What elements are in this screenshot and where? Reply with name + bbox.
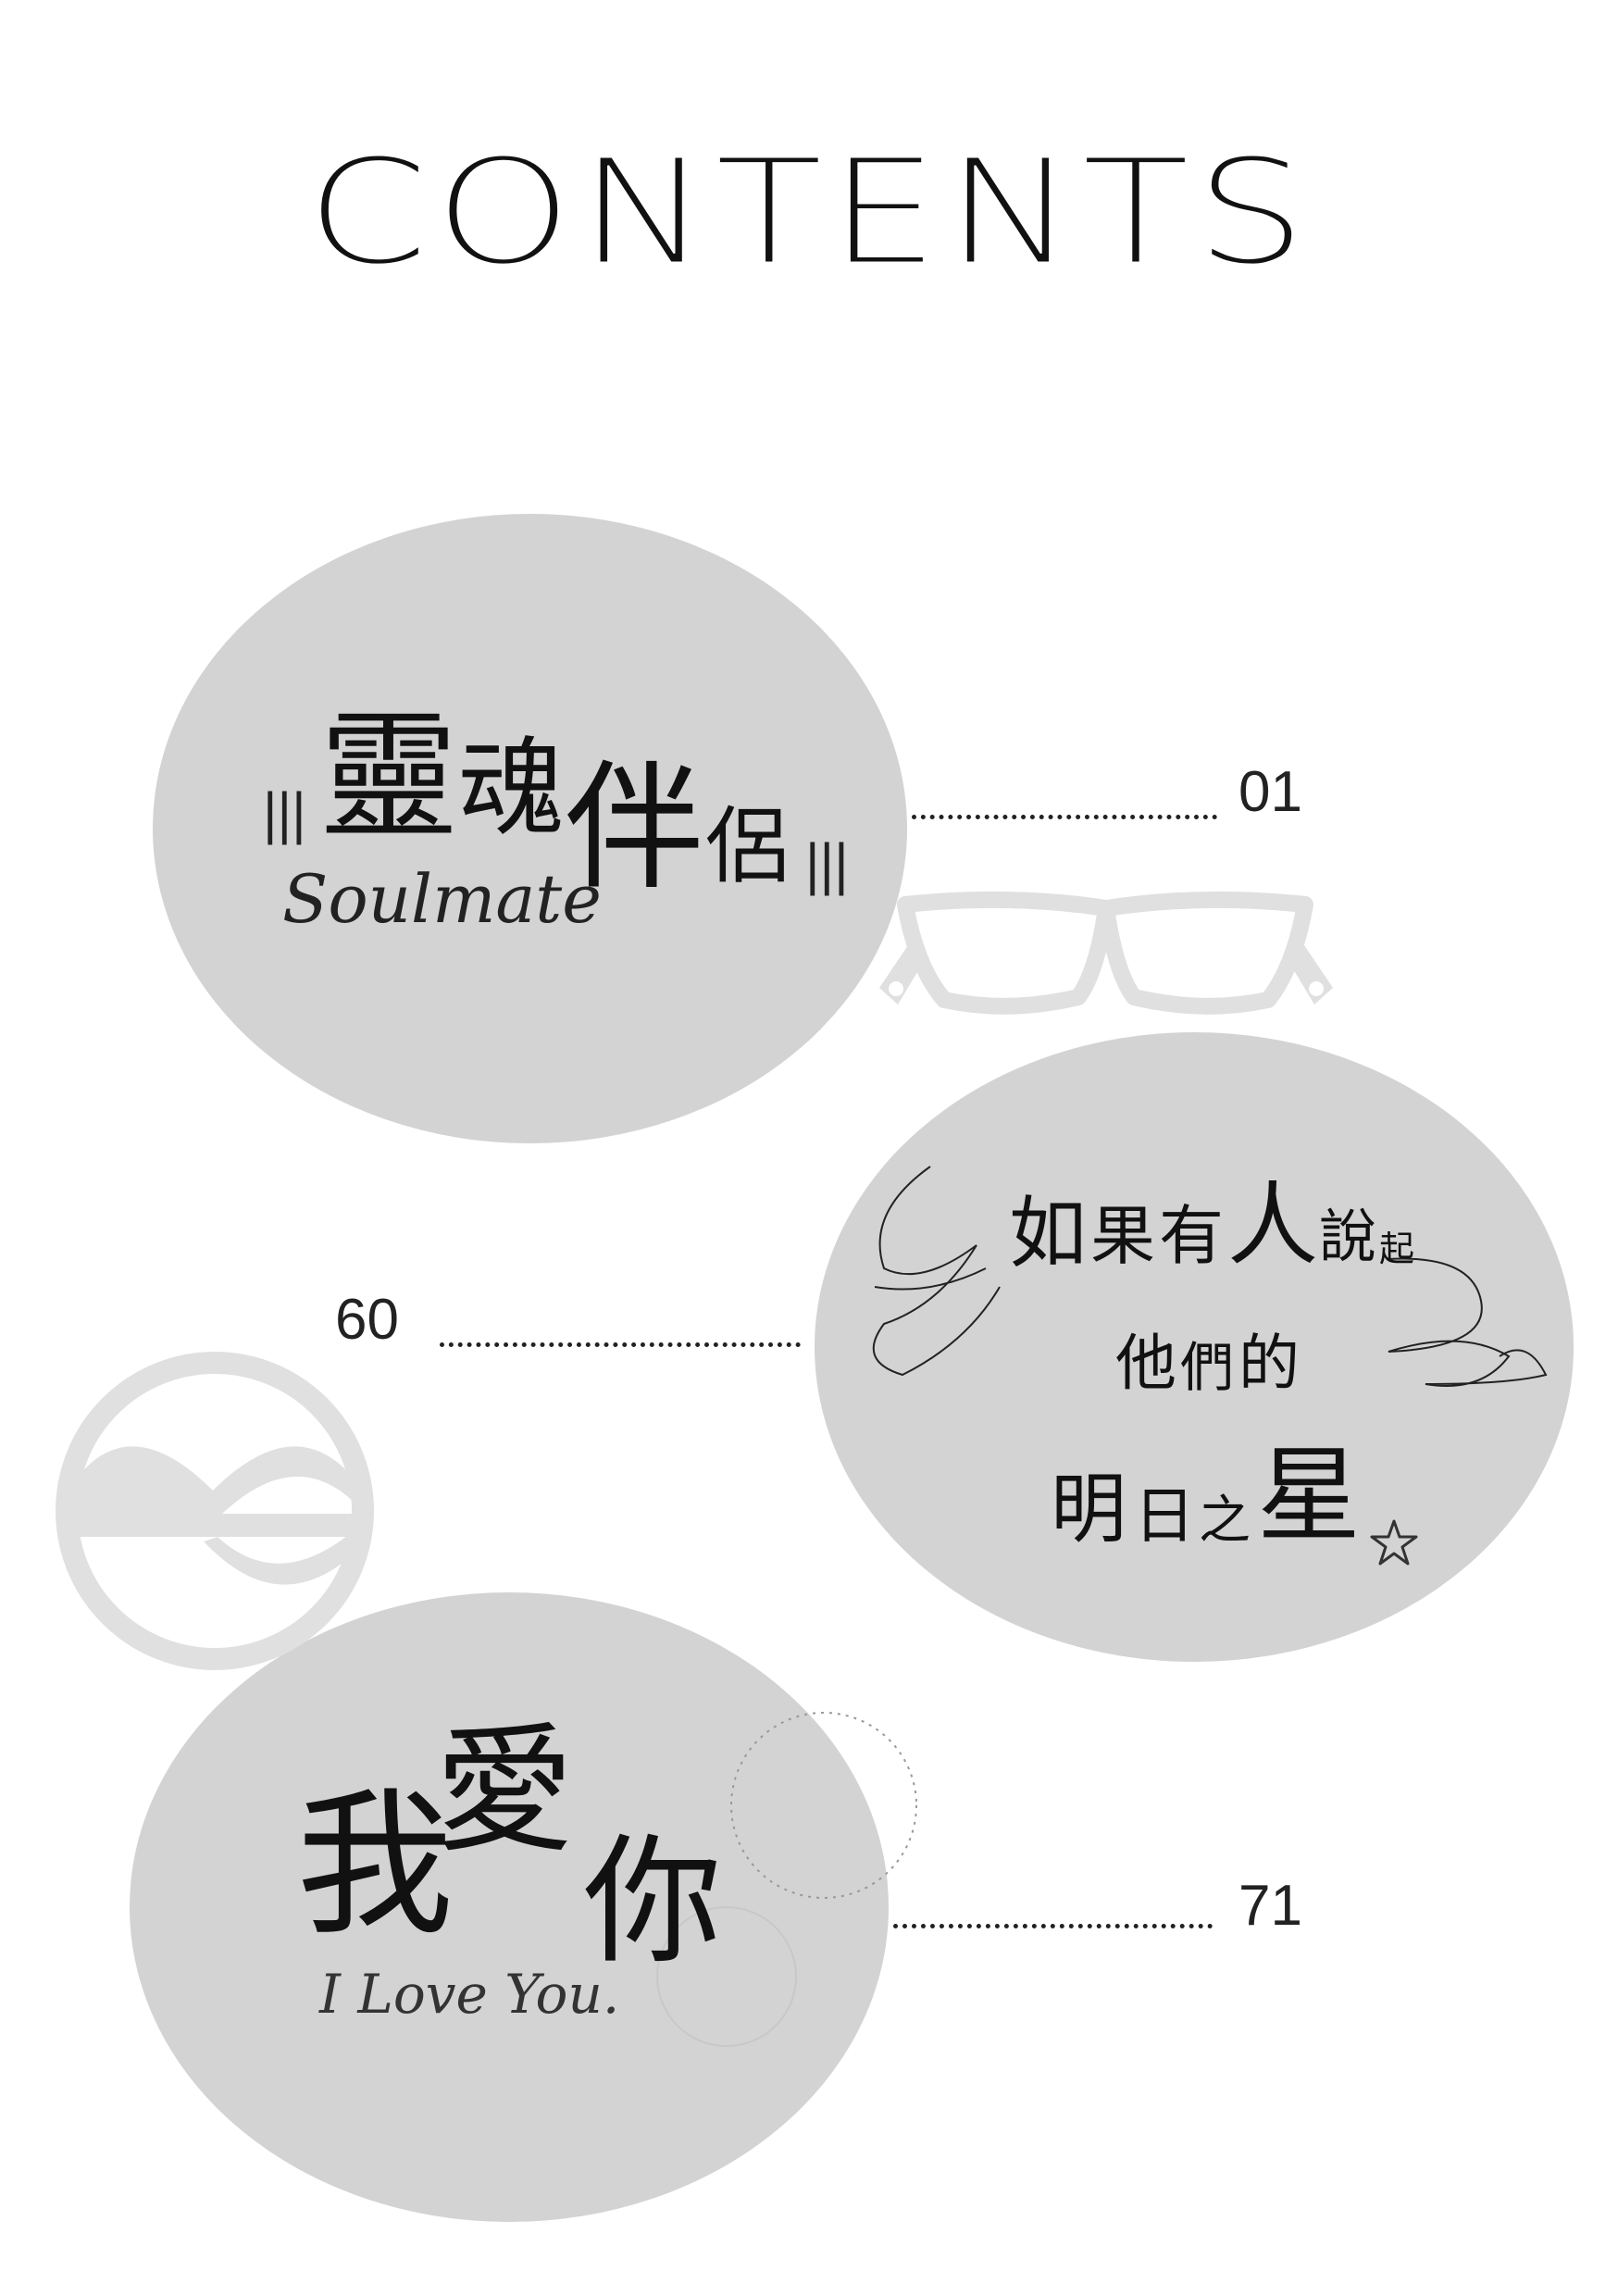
entry-3-char-2: 愛 [435,1711,575,1872]
entry-2-line-2-char-2: 們 [1180,1336,1235,1399]
entry-1-char-1: 靈 [319,697,459,858]
entry-1-page-number: 01 [1238,760,1302,824]
swirl-flourish-icon-right [1388,1257,1548,1387]
entry-2-line-1-char-3: 有 [1159,1198,1224,1274]
entry-1-char-4: 侶 [705,798,789,895]
entry-3-char-1: 我 [296,1774,454,1957]
entry-2-line-3-char-4: 星 [1257,1436,1361,1556]
entry-2-page-number: 60 [335,1288,399,1352]
entry-3-blob [130,1592,889,2222]
kingsman-k-logo [56,1352,374,1670]
faint-circle-icon [656,1906,797,2047]
entry-3-subtitle: I Love You. [319,1963,620,2026]
entry-2-blob [815,1032,1574,1662]
entry-2-line-2-char-3: 的 [1238,1328,1300,1399]
entry-1-blob [153,514,907,1143]
entry-2-line-3-char-2: 日 [1134,1480,1195,1552]
swirl-flourish-icon [872,1166,1001,1377]
dotted-circle-icon [730,1712,917,1899]
entry-2-leader-dots [440,1342,801,1347]
entry-3-char-3: 你 [583,1822,723,1983]
entry-2-line-1-char-4: 人 [1227,1173,1319,1279]
entry-2-line-2-char-1: 他 [1115,1328,1176,1399]
entry-2-line-1-char-2: 果 [1090,1198,1155,1274]
entry-3-page-number: 71 [1238,1874,1302,1938]
star-outline-icon [1370,1519,1418,1566]
entry-1-char-2: 魂 [458,727,566,851]
entry-2-line-1-char-5: 說 [1319,1203,1377,1270]
entry-2-line-1-char-6: 起 [1379,1229,1415,1269]
page-title: CONTENTS [305,128,1313,297]
entry-2-line-3-char-1: 明 [1051,1466,1127,1554]
entry-1-char-3: 伴 [565,748,704,909]
entry-1-left-bars: ||| [261,782,308,845]
entry-3-leader-dots [893,1924,1213,1928]
entry-1-right-bars: ||| [803,833,851,896]
entry-2-line-1-char-1: 如 [1009,1188,1088,1279]
entry-1-subtitle: Soulmate [282,860,602,938]
entry-2-line-3-char-3: 之 [1199,1491,1251,1551]
glasses-icon [879,891,1333,1015]
entry-1-leader-dots [912,815,1217,819]
